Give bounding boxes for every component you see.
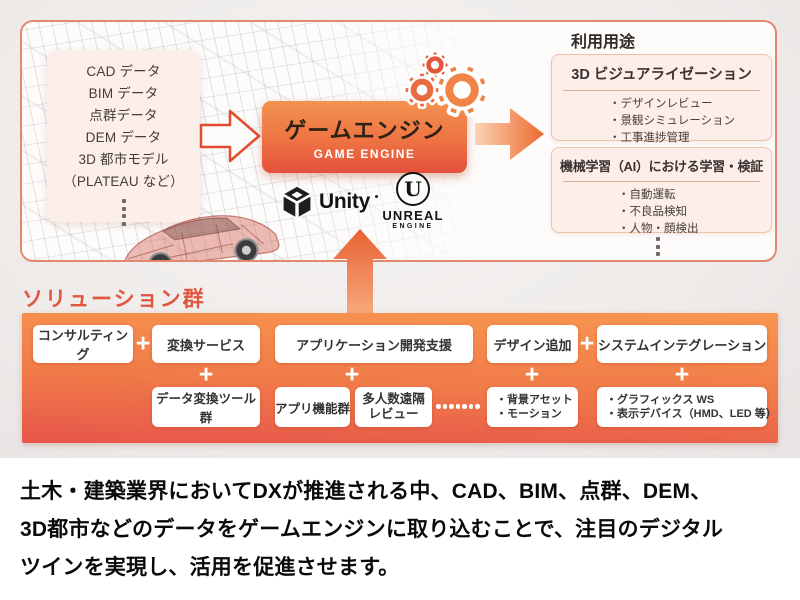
usage-item: ・自動運転 bbox=[618, 189, 676, 201]
caption-background bbox=[0, 458, 800, 600]
caption-line: 3D都市などのデータをゲームエンジンに取り込むことで、注目のデジタル bbox=[20, 518, 724, 541]
arrow-right-input-to-engine bbox=[199, 109, 261, 163]
solution-multiuser-line: レビュー bbox=[368, 407, 419, 421]
input-data-item: （PLATEAU など） bbox=[63, 174, 184, 189]
solution-system-integration: システムインテグレーション bbox=[597, 325, 767, 363]
gears-icon bbox=[403, 50, 490, 118]
unity-wordmark: Unity bbox=[319, 190, 371, 213]
usage-box-title: 機械学習（AI）における学習・検証 bbox=[560, 159, 763, 174]
usage-box-3d-visualization: 3D ビジュアライゼーション ・デザインレビュー ・景観シミュレーション ・工事… bbox=[551, 54, 772, 144]
plus-sign: + bbox=[135, 329, 151, 358]
unreal-u-icon: U bbox=[396, 172, 430, 206]
usage-header: 利用用途 bbox=[571, 34, 636, 51]
diagram-frame: CAD データ BIM データ 点群データ DEM データ 3D 都市モデル （… bbox=[20, 20, 777, 262]
usage-item: ・人物・顔検出 bbox=[618, 223, 699, 235]
input-data-item: 3D 都市モデル bbox=[78, 152, 169, 167]
solutions-panel: コンサルティング + 変換サービス アプリケーション開発支援 デザイン追加 + … bbox=[22, 313, 778, 443]
solution-conversion-service: 変換サービス bbox=[152, 325, 260, 363]
usage-item: ・景観シミュレーション bbox=[609, 115, 736, 127]
game-engine-title: ゲームエンジン bbox=[284, 118, 445, 143]
usage-item: ・デザインレビュー bbox=[609, 98, 713, 110]
vertical-ellipsis-dots bbox=[121, 199, 126, 226]
usage-box-title: 3D ビジュアライゼーション bbox=[571, 67, 752, 83]
caption-line: ツインを実現し、活用を促進させます。 bbox=[20, 556, 400, 579]
solution-app-development: アプリケーション開発支援 bbox=[275, 325, 473, 363]
usage-item: ・工事進捗管理 bbox=[609, 132, 690, 144]
separator-line bbox=[563, 181, 760, 182]
unity-cube-icon bbox=[281, 185, 313, 219]
caption-text: 土木・建築業界においてDXが推進される中、CAD、BIM、点群、DEM、 3D都… bbox=[20, 473, 792, 587]
separator-line bbox=[563, 90, 760, 91]
solution-data-conversion-tools: データ変換ツール群 bbox=[152, 387, 260, 427]
solution-graphics-devices: ・グラフィックス WS ・表示デバイス（HMD、LED 等） bbox=[597, 387, 777, 427]
solution-background-assets: ・背景アセット ・モーション bbox=[487, 387, 578, 427]
unreal-wordmark: UNREAL bbox=[382, 208, 444, 223]
solutions-header: ソリューション群 bbox=[22, 288, 206, 311]
game-engine-box: ゲームエンジン GAME ENGINE bbox=[262, 101, 467, 173]
unity-trademark-dot bbox=[375, 194, 379, 198]
unity-logo: Unity bbox=[280, 185, 379, 219]
input-data-item: DEM データ bbox=[85, 130, 162, 145]
input-data-item: 点群データ bbox=[89, 108, 158, 123]
plus-sign: + bbox=[198, 360, 214, 389]
caption-line: 土木・建築業界においてDXが推進される中、CAD、BIM、点群、DEM、 bbox=[20, 480, 712, 503]
solution-bg-asset-line: ・モーション bbox=[496, 408, 562, 420]
solution-gfx-line: ・グラフィックス WS bbox=[606, 393, 715, 406]
input-data-box: CAD データ BIM データ 点群データ DEM データ 3D 都市モデル （… bbox=[47, 50, 200, 226]
usage-item: ・不良品検知 bbox=[618, 206, 687, 218]
vertical-ellipsis-dots bbox=[656, 237, 660, 260]
game-engine-subtitle: GAME ENGINE bbox=[313, 147, 416, 161]
usage-box-machine-learning: 機械学習（AI）における学習・検証 ・自動運転 ・不良品検知 ・人物・顔検出 bbox=[551, 147, 772, 235]
plus-sign: + bbox=[344, 360, 360, 389]
wireframe-car-image bbox=[124, 215, 280, 260]
input-data-item: BIM データ bbox=[88, 86, 159, 101]
solution-multiuser-remote-review: 多人数遠隔 レビュー bbox=[355, 387, 432, 427]
horizontal-ellipsis-dots bbox=[436, 404, 480, 409]
plus-sign: + bbox=[579, 329, 595, 358]
solution-app-features: アプリ機能群 bbox=[275, 387, 350, 427]
arrow-right-engine-to-usage bbox=[475, 108, 544, 160]
input-data-item: CAD データ bbox=[86, 64, 161, 79]
unreal-engine-logo: U UNREAL ENGINE bbox=[375, 172, 451, 230]
solution-bg-asset-line: ・背景アセット bbox=[496, 393, 573, 406]
solution-design-addition: デザイン追加 bbox=[487, 325, 578, 363]
plus-sign: + bbox=[674, 360, 690, 389]
solution-gfx-line: ・表示デバイス（HMD、LED 等） bbox=[606, 408, 777, 420]
plus-sign: + bbox=[524, 360, 540, 389]
unreal-engine-wordmark: ENGINE bbox=[392, 223, 434, 230]
solution-multiuser-line: 多人数遠隔 bbox=[362, 392, 425, 406]
arrow-up-solutions-to-engine bbox=[333, 229, 387, 315]
solution-consulting: コンサルティング bbox=[33, 325, 133, 363]
